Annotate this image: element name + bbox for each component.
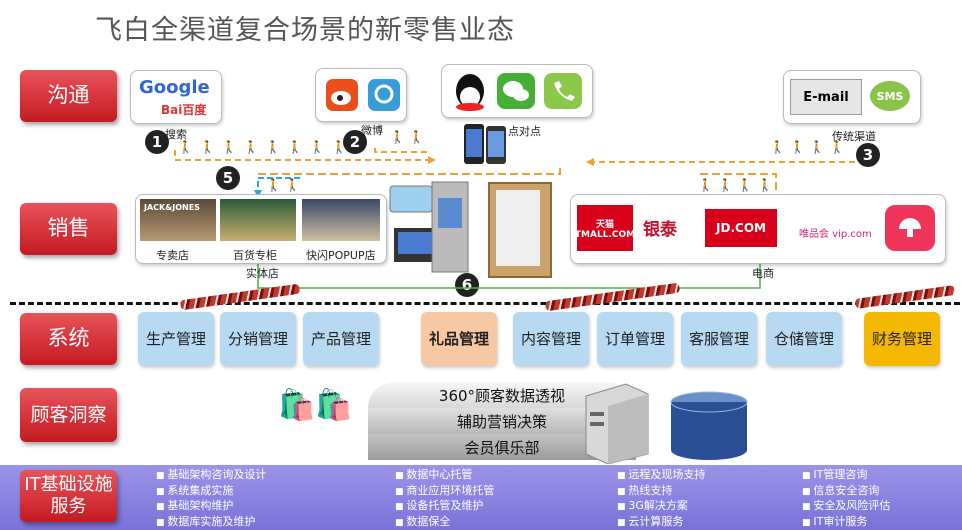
people-row-search: 🚶🚶🚶🚶🚶🚶🚶🚶 xyxy=(178,140,354,154)
system-production: 生产管理 xyxy=(138,312,214,366)
system-service: 客服管理 xyxy=(681,312,757,366)
baidu-logo: Bai百度 xyxy=(161,103,207,117)
qq-icon xyxy=(450,71,490,117)
it-item: IT管理咨询 xyxy=(802,468,890,484)
it-item: 基础架构咨询及设计 xyxy=(156,468,266,484)
it-item: IT审计服务 xyxy=(802,515,890,530)
it-item: 数据保全 xyxy=(395,515,494,530)
system-order: 订单管理 xyxy=(597,312,673,366)
it-column-4: IT管理咨询 信息安全咨询 安全及风险评估 IT审计服务 xyxy=(802,468,890,530)
it-item: 数据库实施及维护 xyxy=(156,515,266,530)
it-item: 信息安全咨询 xyxy=(802,484,890,500)
vip-logo: 唯品会 vip.com xyxy=(799,229,872,240)
it-item: 设备托管及维护 xyxy=(395,499,494,515)
row-label-insight: 顾客洞察 xyxy=(20,388,117,442)
caption-weibo: 微博 xyxy=(361,124,383,137)
system-product: 产品管理 xyxy=(303,312,379,366)
it-item: 热线支持 xyxy=(617,484,705,500)
system-warehouse: 仓储管理 xyxy=(766,312,842,366)
step-badge-2: 2 xyxy=(343,130,367,154)
store-photo-3 xyxy=(302,199,380,241)
system-gift: 礼品管理 xyxy=(421,312,497,366)
page-title: 飞白全渠道复合场景的新零售业态 xyxy=(95,15,515,46)
it-item: 商业应用环境托管 xyxy=(395,484,494,500)
search-channel-box: Google Bai百度 xyxy=(130,70,222,124)
jackjones-logo: JACK&JONES xyxy=(144,203,200,212)
pos-terminal-icon xyxy=(388,178,538,282)
row-label-sales: 销售 xyxy=(20,203,117,255)
weibo-icon xyxy=(326,79,358,111)
physical-store-box: JACK&JONES 专卖店 百货专柜 快闪POPUP店 xyxy=(135,194,387,264)
tencent-weibo-icon xyxy=(368,79,400,111)
system-distribution: 分销管理 xyxy=(220,312,296,366)
step-badge-3: 3 xyxy=(856,143,880,167)
smartphone-icon xyxy=(462,122,508,166)
server-icon xyxy=(576,376,654,468)
it-column-2: 数据中心托管 商业应用环境托管 设备托管及维护 数据保全 xyxy=(395,468,494,530)
jd-logo: JD.COM xyxy=(705,209,777,247)
traditional-channel-box: E-mail SMS xyxy=(783,70,921,124)
im-channel-box xyxy=(441,64,593,118)
row-label-system: 系统 xyxy=(20,313,117,365)
it-item: 远程及现场支持 xyxy=(617,468,705,484)
ecommerce-box: 天猫 TMALL.COM 银泰 JD.COM 唯品会 vip.com xyxy=(570,194,946,264)
separator-line xyxy=(10,302,960,305)
step-badge-1: 1 xyxy=(145,130,169,154)
caption-ecommerce: 电商 xyxy=(752,267,774,280)
phone-icon xyxy=(544,73,582,109)
tmall-logo: 天猫 TMALL.COM xyxy=(575,205,635,251)
caption-store-1: 专卖店 xyxy=(156,249,189,262)
it-item: 系统集成实施 xyxy=(156,484,266,500)
step-badge-6: 6 xyxy=(455,273,479,297)
caption-store-2: 百货专柜 xyxy=(233,249,277,262)
system-finance: 财务管理 xyxy=(864,312,940,366)
people-row-ecommerce: 🚶🚶🚶🚶 xyxy=(698,178,778,192)
row-label-it: IT基础设施服务 xyxy=(20,470,117,522)
step-badge-5: 5 xyxy=(216,166,240,190)
row-label-communication: 沟通 xyxy=(20,70,117,122)
weibo-channel-box xyxy=(315,68,407,122)
it-item: 3G解决方案 xyxy=(617,499,705,515)
caption-search: 搜索 xyxy=(165,128,187,141)
email-icon: E-mail xyxy=(790,79,862,115)
wechat-icon xyxy=(497,73,535,109)
yintai-logo: 银泰 xyxy=(643,220,677,240)
flow-arrows xyxy=(174,148,855,289)
caption-touchpoint: 点对点 xyxy=(508,125,541,138)
system-content: 内容管理 xyxy=(513,312,589,366)
sms-icon: SMS xyxy=(870,81,910,111)
caption-traditional: 传统渠道 xyxy=(832,130,876,143)
digital-signage-icon xyxy=(488,182,552,278)
google-logo: Google xyxy=(139,77,210,98)
it-column-3: 远程及现场支持 热线支持 3G解决方案 云计算服务 xyxy=(617,468,705,530)
caption-store-3: 快闪POPUP店 xyxy=(306,249,376,262)
store-photo-2 xyxy=(220,199,296,241)
it-column-1: 基础架构咨询及设计 系统集成实施 基础架构维护 数据库实施及维护 xyxy=(156,468,266,530)
shopper-figures-icon: 🛍️🛍️ xyxy=(278,388,353,423)
it-item: 基础架构维护 xyxy=(156,499,266,515)
store-photo-1: JACK&JONES xyxy=(140,199,216,241)
people-row-store: 🚶🚶 xyxy=(266,178,304,192)
caption-physical: 实体店 xyxy=(246,267,279,280)
mogujie-icon xyxy=(885,205,935,251)
it-item: 数据中心托管 xyxy=(395,468,494,484)
it-item: 云计算服务 xyxy=(617,515,705,530)
it-item: 安全及风险评估 xyxy=(802,499,890,515)
people-row-weibo: 🚶🚶 xyxy=(390,130,428,144)
people-row-traditional: 🚶🚶🚶🚶 xyxy=(770,140,850,154)
database-icon xyxy=(664,388,754,466)
